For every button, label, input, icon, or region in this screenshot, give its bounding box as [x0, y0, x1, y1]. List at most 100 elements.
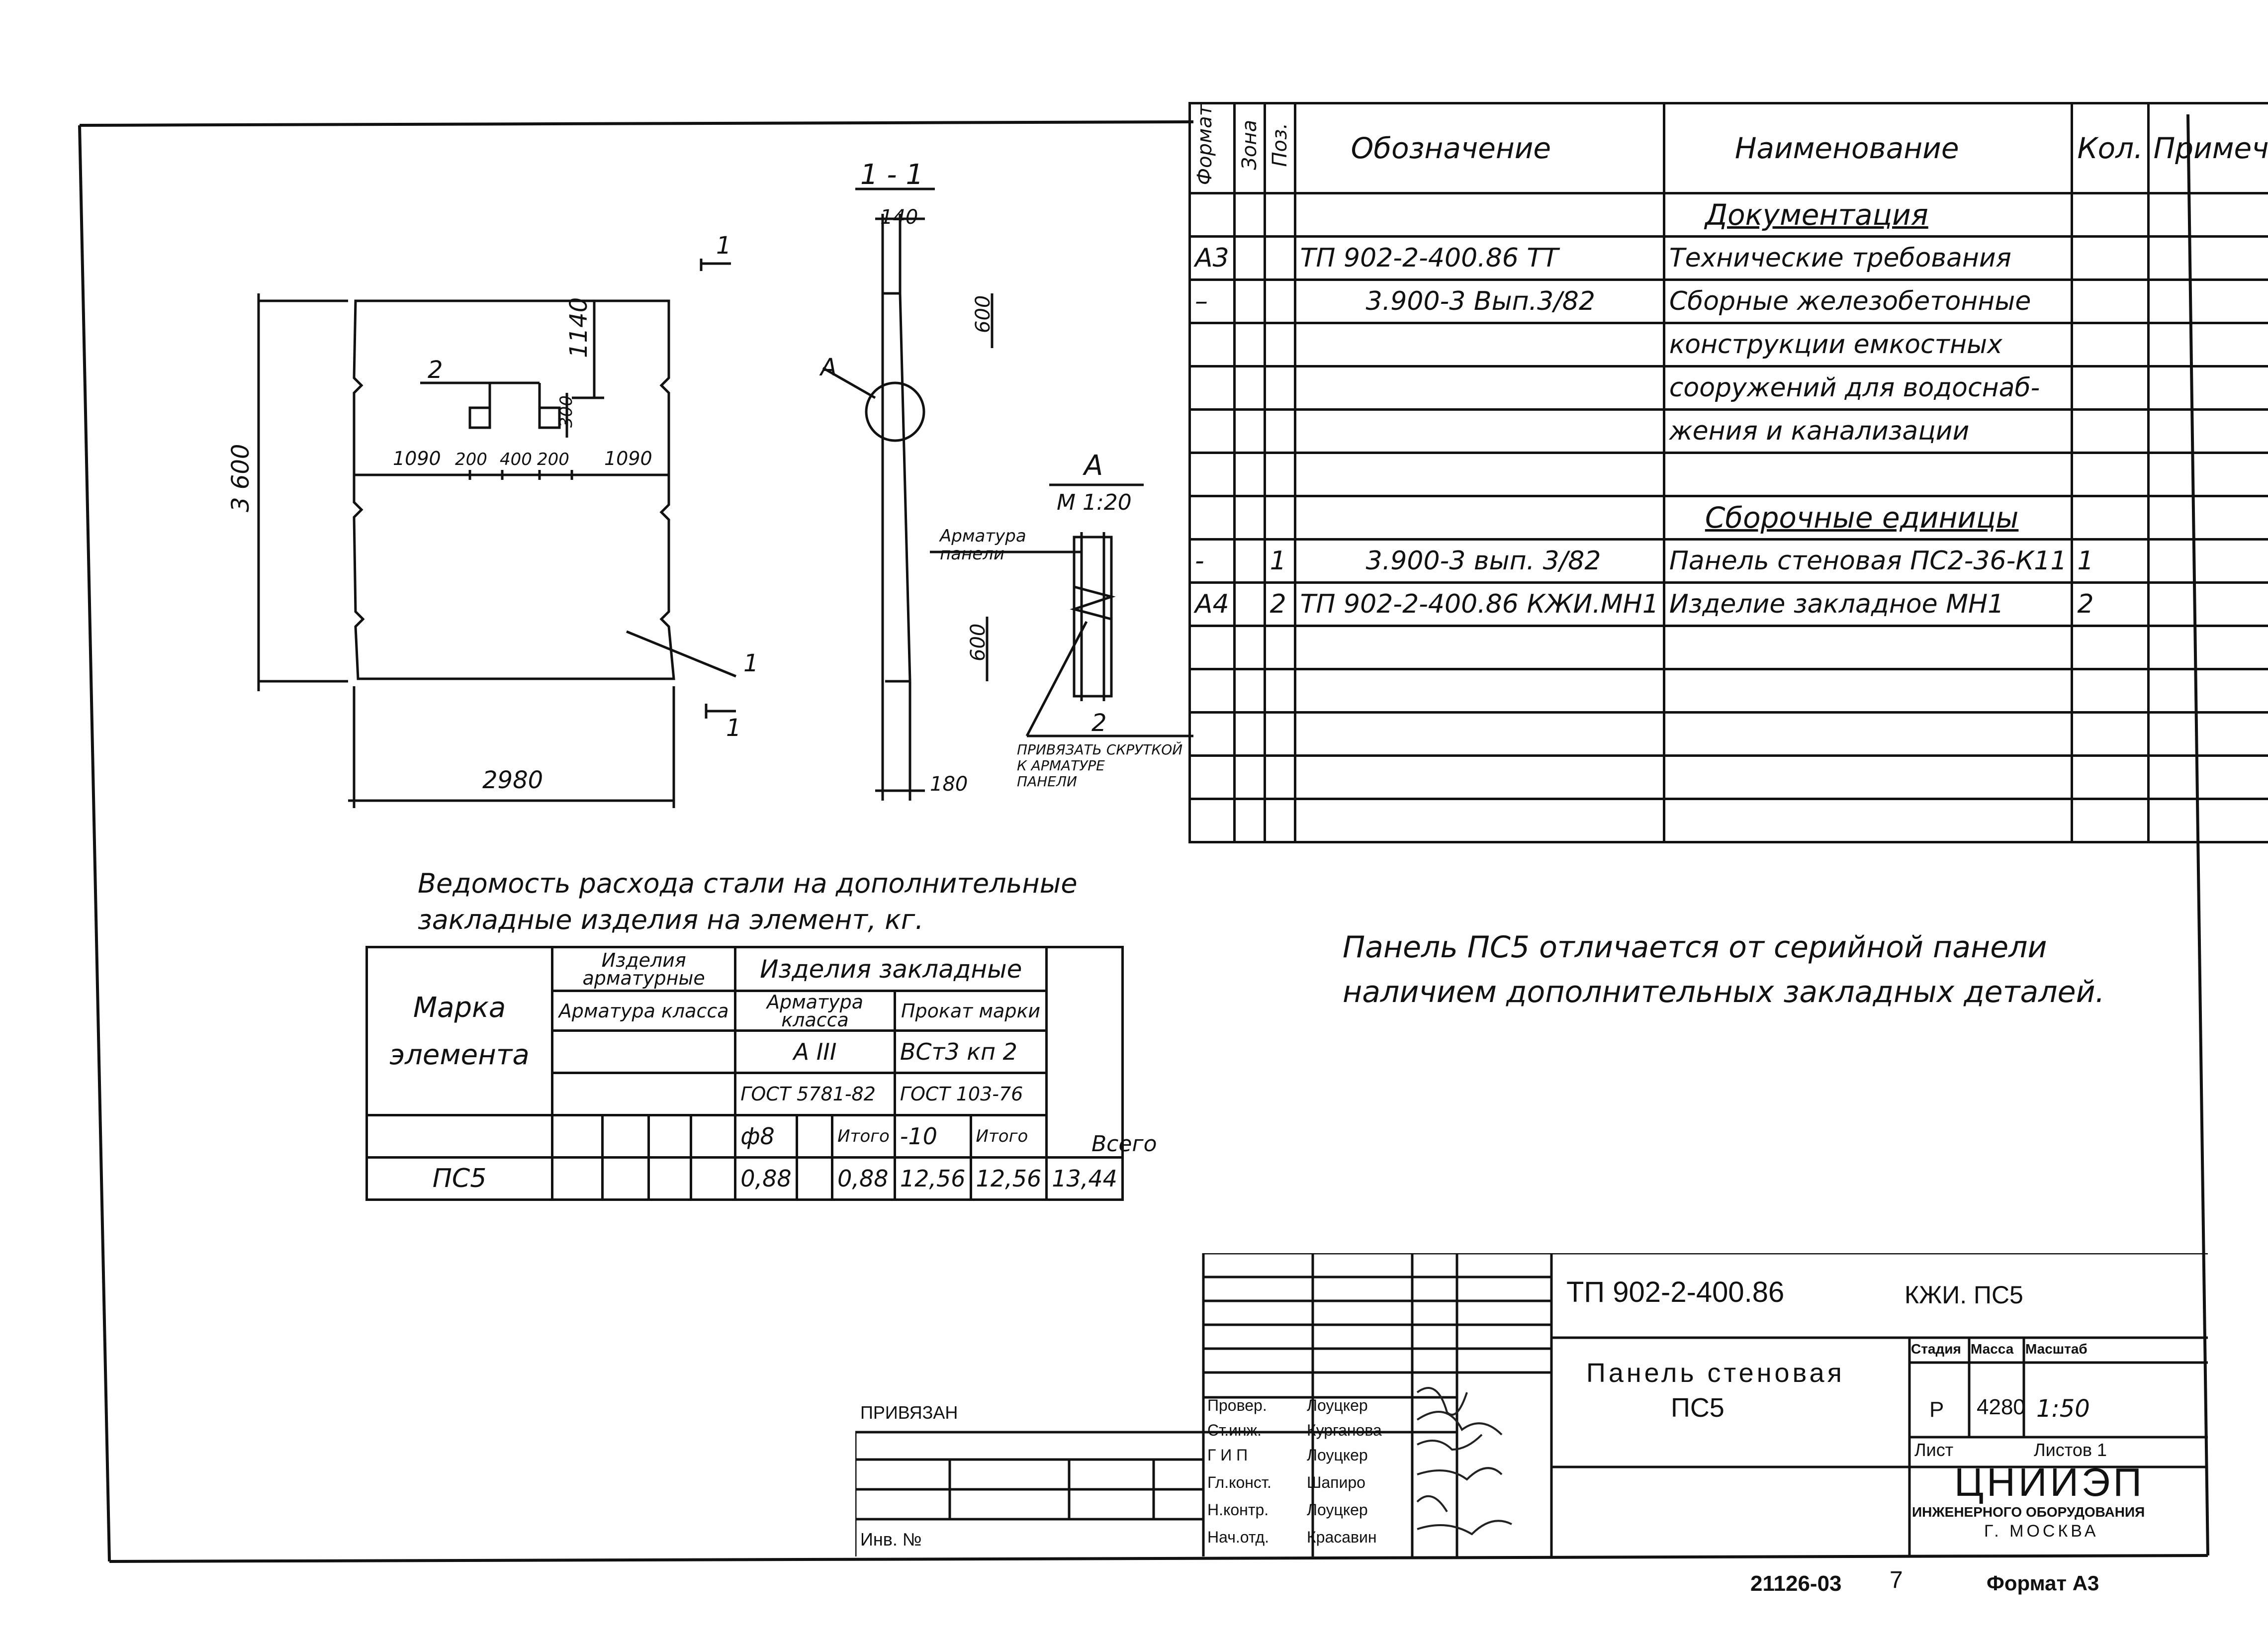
- col-name: Наименование: [1662, 101, 2074, 195]
- a3-class: А III: [734, 1029, 896, 1074]
- table-row: конструкции емкостных: [1188, 322, 2268, 368]
- col-note: Примеч.: [2147, 101, 2268, 195]
- footer-format: Формат А3: [1987, 1571, 2099, 1595]
- footer-number: 21126-03: [1750, 1571, 1842, 1596]
- inv-label: Инв. №: [860, 1529, 922, 1550]
- role-3: Г И П: [1207, 1446, 1248, 1464]
- specification-table: Формат Зона Поз. Обозначение Наименовани…: [1188, 101, 2268, 844]
- person-6: Красавин: [1307, 1528, 1377, 1546]
- person-4: Шапиро: [1307, 1473, 1365, 1491]
- title-block-grid: [855, 1253, 2208, 1556]
- mass-header: Масса: [1971, 1341, 2014, 1357]
- row-v2: 0,88: [831, 1156, 896, 1201]
- col-qty: Кол.: [2071, 101, 2150, 195]
- prokat: Прокат марки: [893, 990, 1048, 1032]
- person-2: Курганова: [1307, 1421, 1382, 1439]
- role-6: Нач.отд.: [1207, 1528, 1270, 1546]
- tie-note: Привязать скруткой к арматуре панели: [1017, 741, 1183, 790]
- person-5: Лоуцкер: [1307, 1501, 1368, 1519]
- arm-label: Арматура панели: [940, 526, 1026, 564]
- dim-width: 2980: [482, 766, 543, 794]
- table-row: жения и канализации: [1188, 408, 2268, 455]
- dim-thick-top: 140: [880, 206, 918, 229]
- dim-d4: 200: [537, 450, 569, 469]
- org-name: инженерного оборудования: [1912, 1504, 2145, 1520]
- section-documentation: Документация: [1662, 192, 2074, 238]
- table-row: сооружений для водоснаб-: [1188, 365, 2268, 411]
- role-1: Провер.: [1207, 1396, 1267, 1414]
- sheet-header: Лист: [1914, 1440, 1954, 1460]
- privyazan-label: ПРИВЯЗАН: [860, 1402, 958, 1423]
- footer-page: 7: [1890, 1567, 1903, 1593]
- mass-value: 4280: [1977, 1395, 2025, 1419]
- steel-title-2: закладные изделия на элемент, кг.: [418, 904, 924, 935]
- detail-title: А: [1083, 450, 1103, 482]
- stage-value: Р: [1929, 1397, 1944, 1422]
- section-assembly: Сборочные единицы: [1662, 495, 2074, 541]
- doc-code: ТП 902-2-400.86: [1566, 1276, 1785, 1308]
- gost-2: ГОСТ 103-76: [893, 1072, 1048, 1116]
- section-label: 1 - 1: [860, 159, 923, 191]
- dim-d5: 1090: [604, 448, 652, 469]
- arm-class-2: Арматура класса: [734, 990, 896, 1032]
- org-logo: ЦНИИЭП: [1954, 1460, 2145, 1504]
- label-item1: 1: [743, 649, 759, 677]
- grp-arm: Изделия арматурные: [551, 946, 737, 992]
- row-v3: 12,56: [893, 1156, 972, 1201]
- vst-grade: ВСт3 кп 2: [893, 1029, 1048, 1074]
- dim-height: 3 600: [227, 444, 255, 512]
- col-format: Формат: [1188, 101, 1236, 195]
- dim-down: 600: [967, 624, 990, 661]
- role-2: Ст.инж.: [1207, 1421, 1262, 1439]
- row-v4: 12,56: [969, 1156, 1048, 1201]
- grp-zak: Изделия закладные: [734, 946, 1048, 992]
- cut-mark-top: 1: [716, 232, 731, 260]
- doc-title-1: Панель стеновая: [1586, 1358, 1845, 1388]
- label-detail-item2: 2: [1091, 709, 1107, 737]
- phi10: -10: [893, 1114, 972, 1159]
- note-line-1: Панель ПС5 отличается от серийной панели: [1343, 930, 2047, 965]
- note-line-2: наличием дополнительных закладных детале…: [1343, 975, 2105, 1009]
- dim-d1: 1090: [393, 448, 441, 469]
- dim-top-offset: 1140: [565, 297, 593, 358]
- steel-title-1: Ведомость расхода стали на дополнительны…: [418, 868, 1078, 899]
- row-v1: 0,88: [734, 1156, 798, 1201]
- detail-callout: А: [819, 354, 837, 381]
- vsego-label: Всего: [1091, 1131, 1157, 1157]
- person-1: Лоуцкер: [1307, 1396, 1368, 1414]
- doc-kzh: КЖИ. ПС5: [1905, 1281, 2023, 1309]
- col-designation: Обозначение: [1293, 101, 1665, 195]
- row-mark: ПС5: [365, 1156, 554, 1201]
- phi8: ф8: [734, 1114, 798, 1159]
- col-zone: Зона: [1233, 101, 1266, 195]
- itogo-2: Итого: [969, 1114, 1048, 1159]
- role-4: Гл.конст.: [1207, 1473, 1271, 1491]
- panel-drawing: 3 600 2980 1140 300 1090 200 400 200 109…: [227, 159, 1193, 808]
- detail-scale: М 1:20: [1057, 490, 1132, 515]
- gost-1: ГОСТ 5781-82: [734, 1072, 896, 1116]
- itogo-1: Итого: [831, 1114, 896, 1159]
- scale-value: 1:50: [2036, 1395, 2090, 1423]
- table-row: ПС5 0,88 0,88 12,56 12,56 13,44: [365, 1156, 1124, 1201]
- dim-embed: 300: [556, 395, 576, 428]
- org-city: г. Москва: [1984, 1522, 2099, 1541]
- dim-d3: 400: [500, 450, 532, 469]
- cut-mark-bottom: 1: [726, 714, 741, 742]
- col-pos: Поз.: [1263, 101, 1296, 195]
- stage-header: Стадия: [1911, 1341, 1961, 1357]
- doc-title-2: ПС5: [1671, 1393, 1724, 1423]
- label-item2: 2: [428, 356, 443, 384]
- dim-up: 600: [972, 295, 995, 333]
- dim-d2: 200: [455, 450, 487, 469]
- arm-class: Арматура класса: [551, 990, 737, 1032]
- role-5: Н.контр.: [1207, 1501, 1269, 1519]
- scale-header: Масштаб: [2025, 1341, 2087, 1357]
- row-total: 13,44: [1045, 1156, 1124, 1201]
- person-3: Лоуцкер: [1307, 1446, 1368, 1464]
- sheets-header: Листов 1: [2034, 1440, 2107, 1460]
